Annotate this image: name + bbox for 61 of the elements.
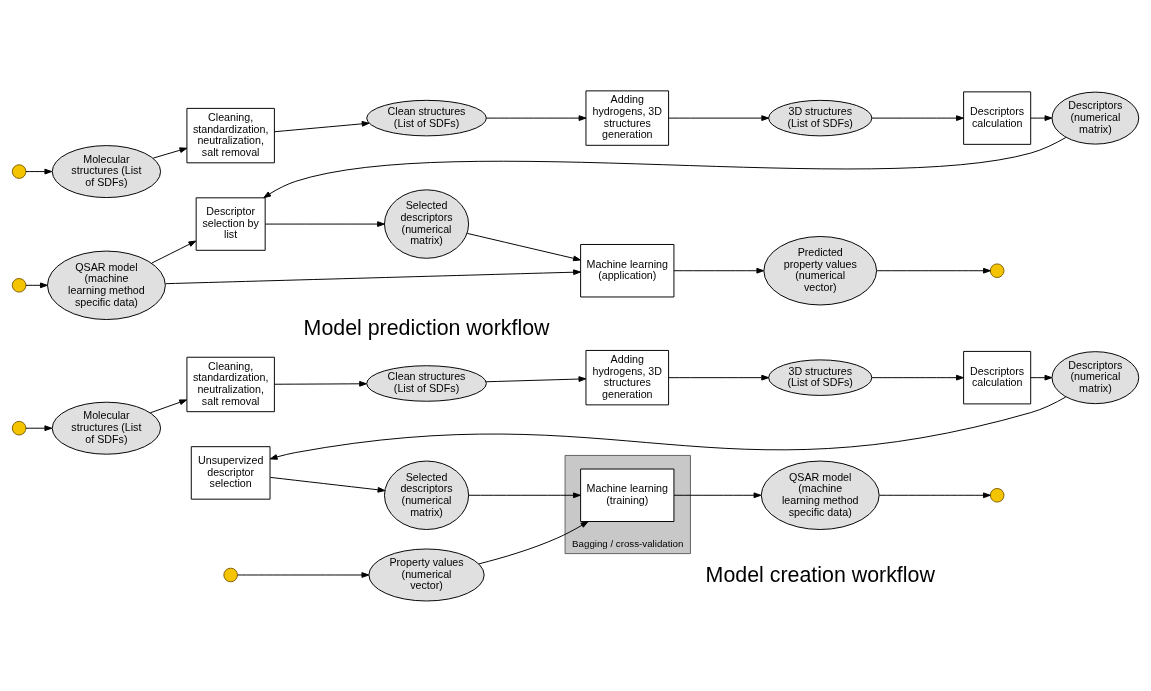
arrow (165, 268, 581, 284)
arrow (879, 491, 991, 498)
node-circle (989, 487, 1005, 503)
arrow (274, 380, 367, 387)
node-ellipse: Predicted property values (numerical vector) (763, 235, 878, 305)
arrow (871, 114, 964, 121)
arrow (485, 114, 587, 121)
arrow (1030, 114, 1053, 121)
arrow (269, 395, 1067, 460)
node-ellipse: Descriptors (numerical matrix) (1051, 91, 1140, 145)
node-box: Unsupervized descriptor selection (190, 445, 271, 500)
arrow (269, 476, 386, 493)
node-ellipse: 3D structures (List of SDFs) (768, 99, 873, 136)
node-circle (11, 277, 27, 293)
label: Model creation workflow (705, 562, 935, 587)
arrow (237, 571, 370, 578)
arrow (25, 424, 53, 431)
arrow (263, 136, 1067, 198)
node-circle (989, 262, 1005, 278)
node-box: Adding hydrogens, 3D structures generation (585, 349, 670, 405)
arrow (871, 374, 964, 381)
node-box: Cleaning, standardization, neutralization, salt removal (186, 107, 275, 163)
node-ellipse: Selected descriptors (numerical matrix) (384, 460, 470, 530)
node-circle (223, 567, 238, 582)
arrow (151, 240, 197, 263)
node-ellipse: Clean structures (List of SDFs) (366, 364, 487, 402)
node-box: Descriptors calculation (963, 90, 1032, 145)
node-ellipse: Descriptors (numerical matrix) (1051, 350, 1140, 404)
node-ellipse: 3D structures (List of SDFs) (768, 358, 873, 396)
node-ellipse: Selected descriptors (numerical matrix) (384, 188, 470, 259)
node-box: Descriptors calculation (963, 350, 1032, 404)
node-ellipse: Property values (numerical vector) (368, 548, 485, 601)
node-ellipse: Molecular structures (List of SDFs) (51, 401, 162, 455)
node-circle (11, 163, 27, 179)
node-box: Adding hydrogens, 3D structures generation (585, 89, 670, 146)
arrow (876, 267, 991, 274)
arrow (25, 168, 53, 174)
arrow (150, 398, 188, 413)
arrow (478, 520, 589, 564)
node-box: Cleaning, standardization, neutralization, salt removal (186, 356, 275, 412)
arrow (673, 491, 762, 498)
arrow (25, 281, 48, 288)
arrow (673, 267, 765, 274)
arrow (264, 220, 385, 227)
node-circle (11, 420, 27, 435)
arrow (468, 491, 581, 498)
node-ellipse: QSAR model (machine learning method specific data) (47, 250, 166, 320)
arrow (1030, 374, 1053, 381)
node-box: Machine learning (training) (580, 468, 675, 522)
arrow (274, 120, 370, 132)
arrow (485, 375, 587, 382)
arrow (152, 146, 188, 159)
arrow (466, 232, 581, 261)
node-ellipse: QSAR model (machine learning method specific data) (760, 460, 880, 530)
arrow (668, 114, 770, 121)
node-ellipse: Molecular structures (List of SDFs) (51, 144, 162, 198)
label: Model prediction workflow (303, 315, 550, 340)
node-ellipse: Clean structures (List of SDFs) (366, 99, 487, 136)
node-box: Descriptor selection by list (195, 196, 266, 251)
arrow (668, 374, 770, 381)
node-box: Machine learning (application) (580, 243, 675, 297)
